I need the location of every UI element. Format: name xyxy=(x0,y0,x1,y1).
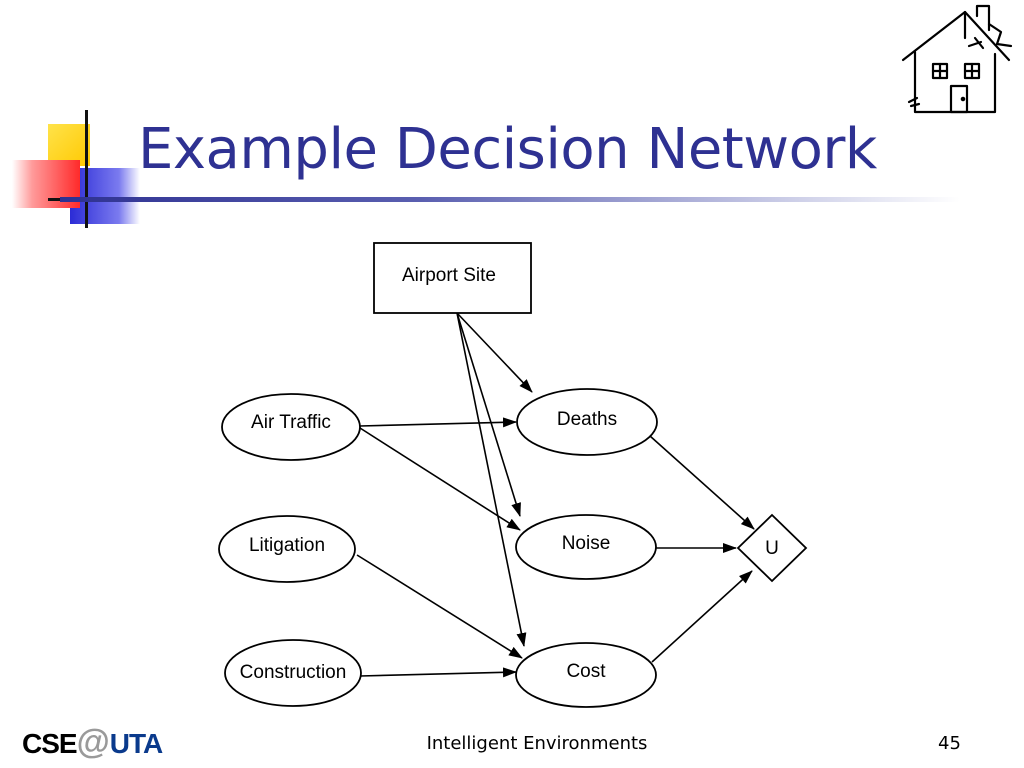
title-underline xyxy=(60,197,960,202)
chance-node-deaths-label: Deaths xyxy=(557,409,617,430)
deco-yellow-square xyxy=(48,124,90,166)
edge-airport-cost xyxy=(456,312,527,647)
edge-cost-u xyxy=(651,570,753,663)
edge-deaths-u xyxy=(649,435,755,530)
chance-node-noise: Noise xyxy=(515,514,657,580)
decision-node-label: Airport Site xyxy=(402,265,496,286)
decision-node: Airport Site xyxy=(373,242,532,314)
deco-vertical-line xyxy=(85,110,88,228)
edge-airport-deaths xyxy=(456,312,533,393)
house-icon xyxy=(901,4,1013,114)
chance-node-cost-label: Cost xyxy=(566,661,606,682)
cse-uta-logo: CSE@UTA xyxy=(22,722,163,762)
edge-airtraffic-deaths xyxy=(359,417,517,428)
chance-node-litigation: Litigation xyxy=(218,515,356,583)
edge-litigation-cost xyxy=(356,554,523,659)
chance-node-deaths: Deaths xyxy=(516,388,658,456)
page-number: 45 xyxy=(938,733,961,754)
deco-blue-square xyxy=(70,168,140,224)
logo-cse-text: CSE xyxy=(22,728,78,759)
edge-airtraffic-noise xyxy=(359,427,521,531)
edges xyxy=(356,312,755,678)
chance-node-construction: Construction xyxy=(224,639,362,707)
chance-node-construction-label: Construction xyxy=(240,662,347,683)
chance-node-litigation-label: Litigation xyxy=(249,535,325,556)
footer-text: Intelligent Environments xyxy=(426,733,648,754)
edge-construction-cost xyxy=(359,667,517,678)
chance-node-cost: Cost xyxy=(515,642,657,708)
chance-node-air-traffic: Air Traffic xyxy=(221,393,361,461)
utility-node-label: U xyxy=(765,538,779,559)
logo-at-symbol: @ xyxy=(76,723,110,761)
slide-title: Example Decision Network xyxy=(138,117,877,182)
chance-node-noise-label: Noise xyxy=(562,533,611,554)
chance-node-air-traffic-label: Air Traffic xyxy=(251,412,331,433)
utility-node: U xyxy=(736,513,808,583)
edge-airport-noise xyxy=(456,312,521,517)
logo-uta-text: UTA xyxy=(109,728,163,759)
